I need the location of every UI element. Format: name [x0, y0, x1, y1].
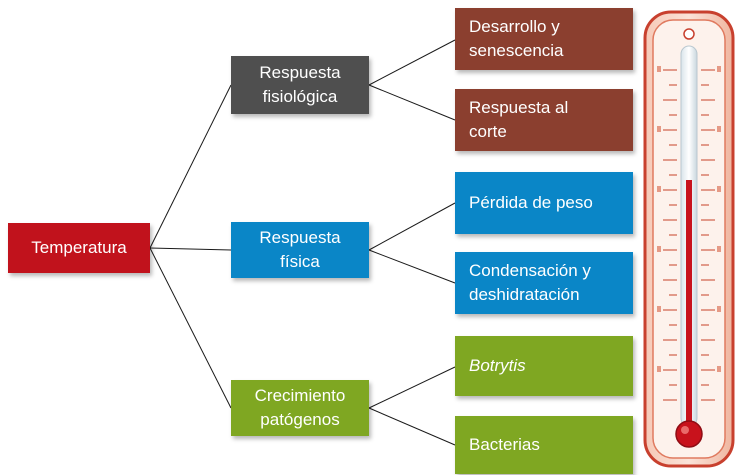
leaf-node-label-line: Desarrollo y: [469, 17, 560, 36]
connector-root-physiological: [149, 84, 232, 249]
leaf-node-label-line: Pérdida de peso: [469, 193, 593, 212]
connector-root-pathogen: [149, 247, 232, 409]
branch-node-pathogen: Crecimiento patógenos: [231, 380, 369, 436]
leaf-node-bacteria: Bacterias: [455, 416, 633, 474]
connector-root-physical: [149, 247, 232, 251]
connector-physical-condensation: [368, 249, 456, 284]
leaf-node-label-line: Respuesta al: [469, 98, 569, 117]
leaf-node-condensation: Condensación y deshidratación: [455, 252, 633, 314]
connector-physical-weight: [368, 202, 456, 251]
branch-node-label-line: fisiológica: [262, 87, 338, 106]
connector-pathogen-bacteria: [368, 407, 456, 446]
branch-node-label-line: Respuesta: [259, 63, 341, 82]
leaf-node-label-line: Bacterias: [469, 435, 540, 454]
root-node-label: Temperatura: [31, 238, 127, 257]
leaf-node-weight-loss: Pérdida de peso: [455, 172, 633, 234]
branch-node-label-line: patógenos: [260, 410, 340, 429]
leaf-node-cut-response: Respuesta al corte: [455, 89, 633, 151]
leaf-node-label-line: Condensación y: [469, 261, 591, 280]
connector-physiological-cut: [368, 84, 456, 121]
root-node: Temperatura: [8, 223, 150, 273]
leaf-node-label-line: Botrytis: [469, 356, 526, 375]
thermometer-icon: [643, 10, 735, 468]
branch-node-physiological: Respuesta fisiológica: [231, 56, 369, 114]
connector-pathogen-botrytis: [368, 366, 456, 409]
leaf-node-label-line: deshidratación: [469, 285, 580, 304]
leaf-node-development: Desarrollo y senescencia: [455, 8, 633, 70]
leaf-node-label-line: corte: [469, 122, 507, 141]
connector-physiological-development: [368, 39, 456, 86]
branch-node-label-line: Crecimiento: [254, 386, 346, 405]
leaf-node-label-line: senescencia: [469, 41, 564, 60]
leaf-node-botrytis: Botrytis: [455, 336, 633, 396]
branch-node-label-line: Respuesta: [259, 228, 341, 247]
branch-node-label-line: física: [280, 252, 320, 271]
branch-node-physical: Respuesta física: [231, 222, 369, 278]
